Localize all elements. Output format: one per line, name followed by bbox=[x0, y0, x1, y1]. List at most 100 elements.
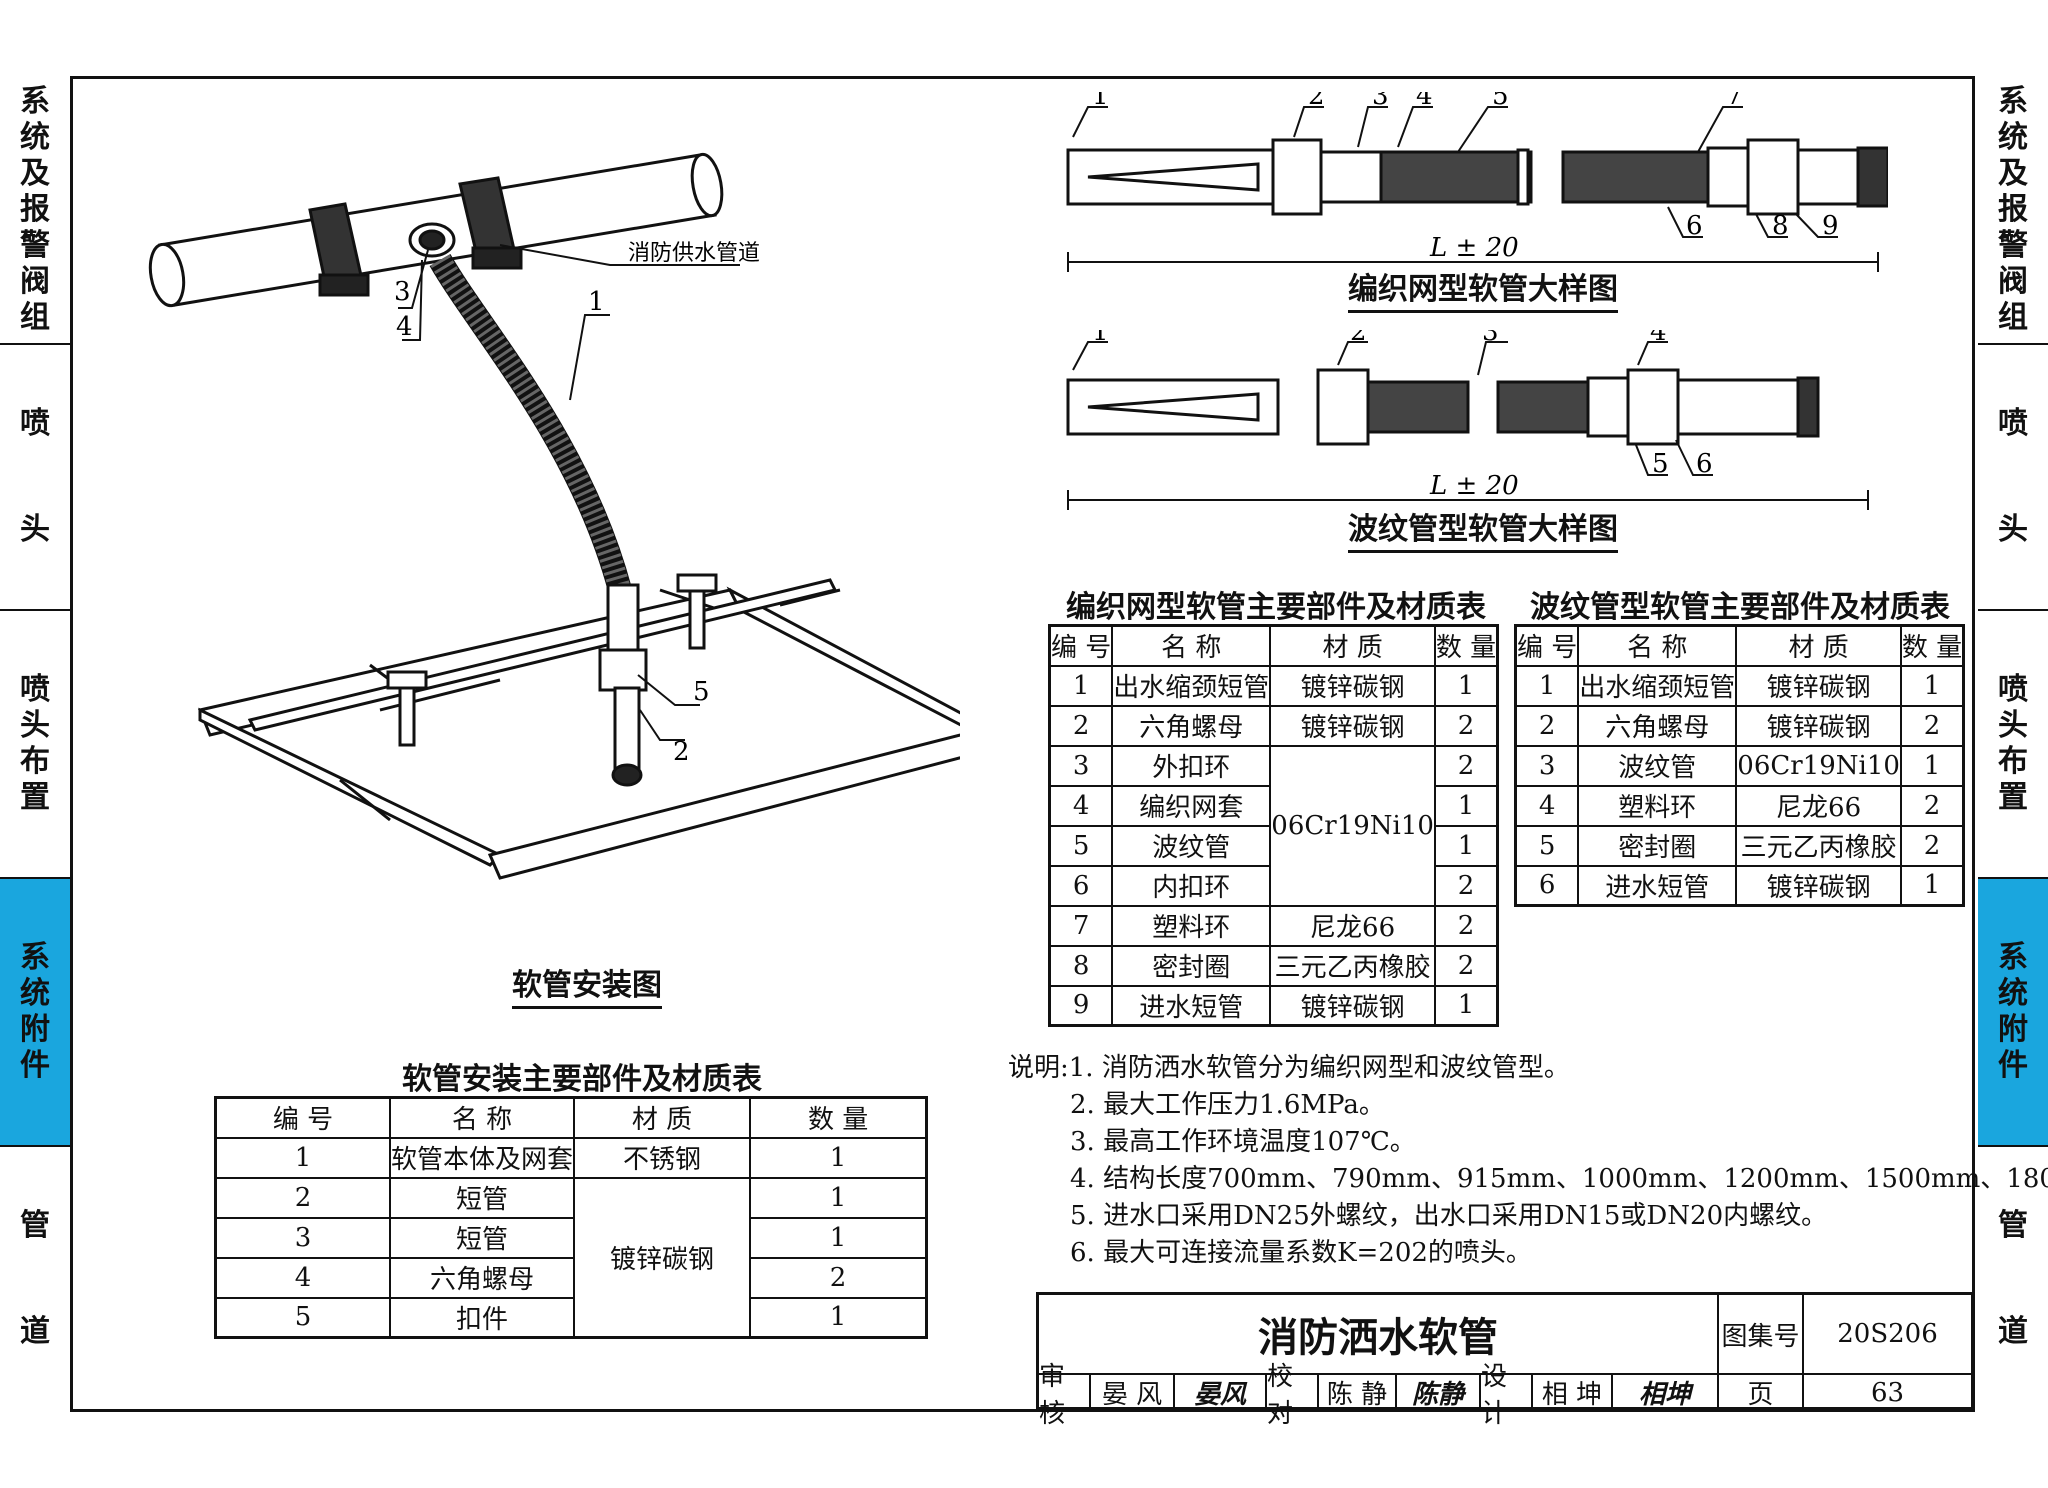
check-signature: 陈静 bbox=[1395, 1373, 1479, 1410]
hangers bbox=[386, 573, 718, 747]
braided-callout-8: 8 bbox=[1772, 211, 1789, 241]
side-tab-right-4[interactable]: 管道 bbox=[1998, 1208, 2028, 1349]
pipe-clamps bbox=[308, 176, 523, 297]
supply-pipe-label: 消防供水管道 bbox=[628, 241, 760, 266]
ceiling-grid bbox=[197, 578, 960, 880]
install-drawing: 3 4 1 5 2 消防供水管道 bbox=[148, 152, 960, 880]
braided-callout-7: 7 bbox=[1726, 92, 1743, 111]
design-signature: 相坤 bbox=[1611, 1373, 1717, 1410]
corrugated-dimension: L ± 20 bbox=[1429, 471, 1519, 501]
side-tab-left-1[interactable]: 喷头 bbox=[0, 344, 70, 610]
side-tab-left-1-text: 喷头 bbox=[20, 406, 50, 547]
braided-callout-2: 2 bbox=[1308, 92, 1325, 111]
review-label: 审核 bbox=[1039, 1362, 1089, 1429]
install-callout-1: 1 bbox=[588, 287, 605, 317]
drop-nipple bbox=[598, 583, 648, 787]
design-name: 相 坤 bbox=[1531, 1373, 1611, 1410]
note-row: 5. 进水口采用DN25外螺纹，出水口采用DN15或DN20内螺纹。 bbox=[1070, 1201, 1828, 1231]
atlas-label: 图集号 bbox=[1717, 1295, 1802, 1373]
note-row: 2. 最大工作压力1.6MPa。 bbox=[1070, 1090, 1385, 1120]
install-callout-5: 5 bbox=[693, 677, 710, 707]
check-label: 校对 bbox=[1265, 1362, 1317, 1429]
side-tab-right-2[interactable]: 喷头布置 bbox=[1998, 672, 2028, 815]
braided-table-title: 编织网型软管主要部件及材质表 bbox=[1066, 590, 1486, 625]
braided-callout-1: 1 bbox=[1092, 92, 1109, 111]
corrugated-callout-3: 3 bbox=[1482, 330, 1499, 347]
tab-divider bbox=[0, 1145, 70, 1147]
braided-callout-5: 5 bbox=[1492, 92, 1509, 111]
tab-divider bbox=[1978, 609, 2048, 611]
check-name: 陈 静 bbox=[1317, 1373, 1395, 1410]
drawing-title: 消防洒水软管 bbox=[1258, 1315, 1498, 1361]
braided-callout-3: 3 bbox=[1372, 92, 1389, 111]
braided-detail-drawing: 1 2 3 4 5 7 6 8 9 L ± 20 bbox=[1066, 92, 1888, 272]
drawing-frame bbox=[70, 76, 1975, 1412]
note-row: 3. 最高工作环境温度107℃。 bbox=[1070, 1127, 1416, 1157]
corrugated-callout-6: 6 bbox=[1696, 449, 1713, 479]
title-block: 消防洒水软管 图集号 20S206 审核 晏 风 晏风 校对 陈 静 陈静 设计… bbox=[1036, 1292, 1974, 1429]
tab-divider bbox=[0, 877, 70, 879]
tab-divider bbox=[1978, 1145, 2048, 1147]
corrugated-detail-drawing: 1 2 3 4 5 6 L ± 20 bbox=[1066, 330, 1869, 510]
corrugated-table-header: 编 号 名 称 材 质 数 量 bbox=[1514, 624, 1965, 667]
side-tab-left-2[interactable]: 喷头布置 bbox=[20, 672, 50, 815]
atlas-number: 20S206 bbox=[1802, 1295, 1971, 1373]
note-row: 4. 结构长度700mm、790mm、915mm、1000mm、1200mm、1… bbox=[1070, 1164, 2048, 1194]
tab-divider bbox=[0, 343, 70, 345]
braided-table-header: 编 号 名 称 材 质 数 量 bbox=[1048, 624, 1499, 667]
install-callout-3: 3 bbox=[394, 277, 411, 307]
braided-dimension: L ± 20 bbox=[1429, 233, 1519, 263]
tee-outlet bbox=[408, 222, 456, 258]
braided-callout-4: 4 bbox=[1416, 92, 1433, 111]
install-callouts bbox=[398, 244, 740, 741]
side-tab-right-1[interactable]: 喷头 bbox=[1998, 406, 2028, 547]
braided-callout-9: 9 bbox=[1822, 211, 1839, 241]
install-callout-2: 2 bbox=[673, 737, 690, 767]
side-tab-left-4[interactable]: 管道 bbox=[0, 1146, 70, 1412]
tab-divider bbox=[0, 609, 70, 611]
corrugated-callout-2: 2 bbox=[1350, 330, 1367, 347]
install-figure-title: 软管安装图 bbox=[512, 960, 662, 1009]
note-row: 说明:1. 消防洒水软管分为编织网型和波纹管型。 bbox=[1008, 1053, 1570, 1083]
side-tab-left-3[interactable]: 系统附件 bbox=[0, 878, 70, 1146]
install-table-header: 编 号 名 称 材 质 数 量 bbox=[214, 1096, 928, 1139]
corrugated-callout-5: 5 bbox=[1652, 449, 1669, 479]
install-callout-4: 4 bbox=[396, 312, 413, 342]
side-tab-right-3[interactable]: 系统附件 bbox=[1978, 878, 2048, 1146]
notes: 说明:1. 消防洒水软管分为编织网型和波纹管型。 2. 最大工作压力1.6MPa… bbox=[1008, 1050, 2048, 1272]
review-signature: 晏风 bbox=[1173, 1373, 1265, 1410]
note-row: 6. 最大可连接流量系数K=202的喷头。 bbox=[1070, 1238, 1532, 1268]
tab-divider bbox=[1978, 343, 2048, 345]
design-label: 设计 bbox=[1479, 1362, 1531, 1429]
tab-divider bbox=[1978, 877, 2048, 879]
braided-callout-6: 6 bbox=[1686, 211, 1703, 241]
corrugated-callout-1: 1 bbox=[1092, 330, 1109, 347]
side-tab-left-0[interactable]: 系统及报警阀组 bbox=[20, 84, 50, 335]
corrugated-table-title: 波纹管型软管主要部件及材质表 bbox=[1530, 590, 1950, 625]
review-name: 晏 风 bbox=[1089, 1373, 1173, 1410]
page-number: 63 bbox=[1802, 1373, 1971, 1410]
page-label: 页 bbox=[1717, 1373, 1802, 1410]
side-tab-right-0[interactable]: 系统及报警阀组 bbox=[1998, 84, 2028, 335]
side-tab-left-4-text: 管道 bbox=[20, 1208, 50, 1349]
install-table-title: 软管安装主要部件及材质表 bbox=[402, 1062, 762, 1097]
